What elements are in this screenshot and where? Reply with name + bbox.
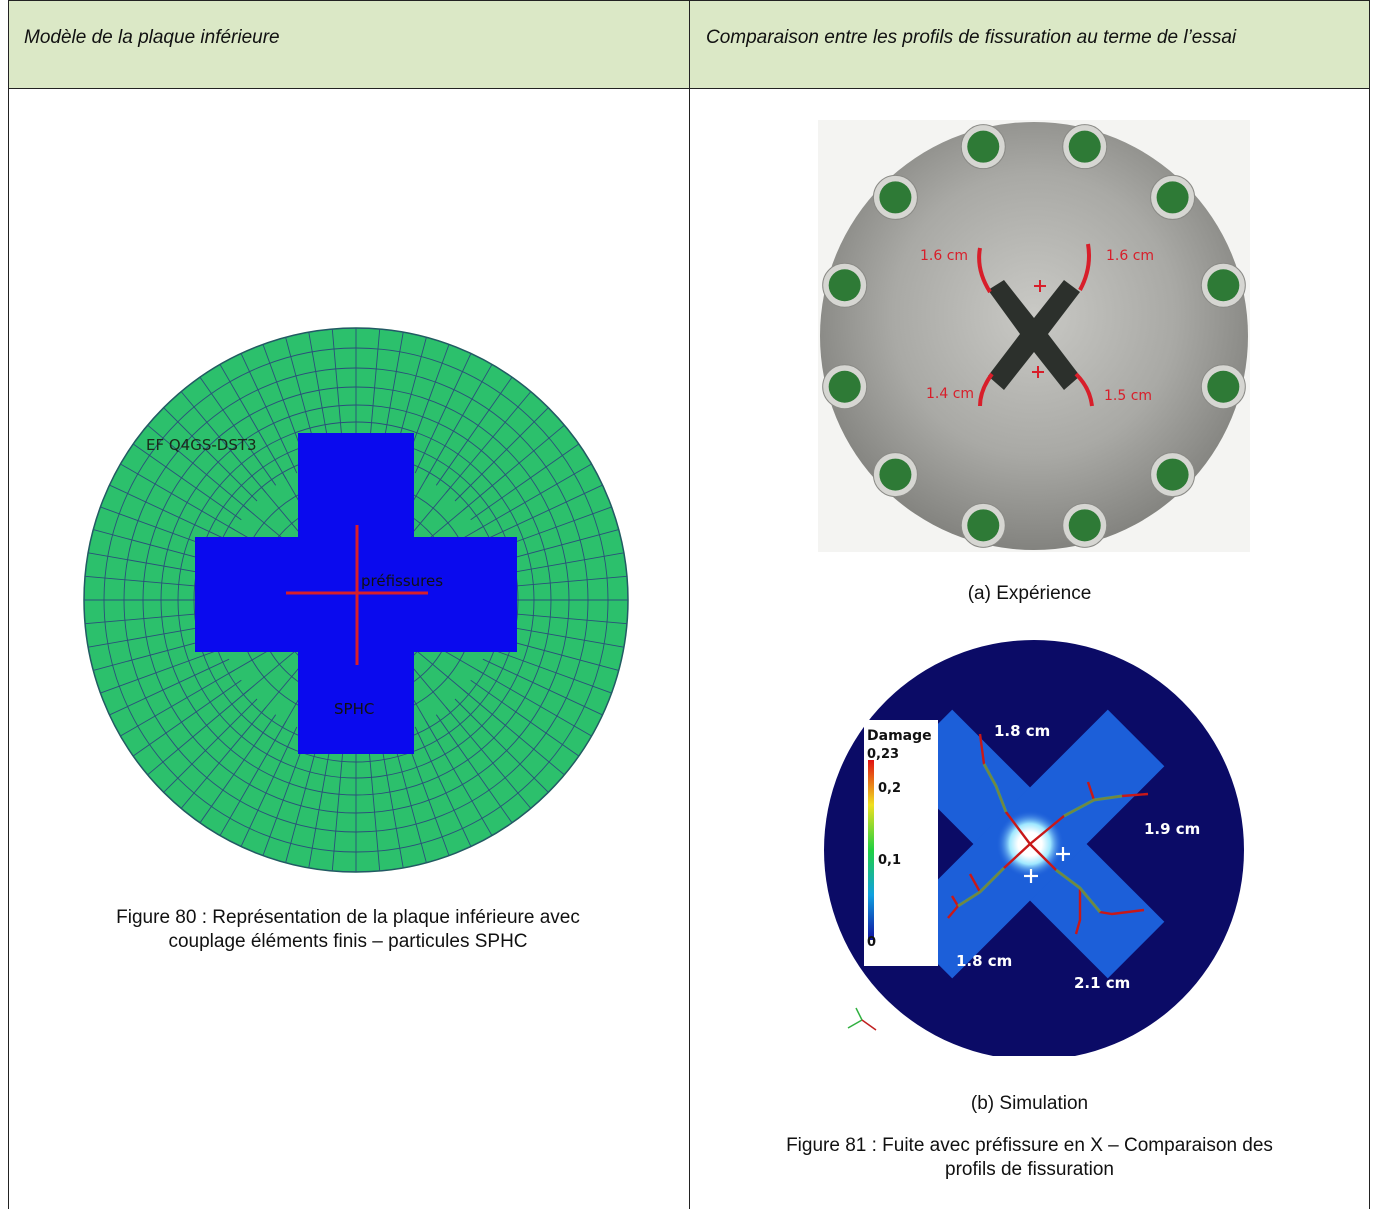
legend-tick-max: 0,23 xyxy=(867,747,899,762)
header-right-cell xyxy=(690,0,1369,88)
legend-title: Damage xyxy=(867,728,932,744)
table-right-border xyxy=(1369,0,1370,1209)
figure-table: Modèle de la plaque inférieure Comparais… xyxy=(8,0,1370,1209)
bolt-hole-inner xyxy=(1207,269,1240,302)
label-sphc: SPHC xyxy=(334,700,374,718)
table-left-border xyxy=(8,0,9,1209)
bolt-hole-inner xyxy=(1156,181,1189,214)
sim-label-bottom-left: 1.8 cm xyxy=(956,952,1012,970)
sim-label-right: 1.9 cm xyxy=(1144,820,1200,838)
legend-tick-0-2: 0,2 xyxy=(878,781,901,796)
crack-ext-bottom-right xyxy=(1074,372,1094,407)
x-cross-crack xyxy=(988,280,1080,390)
exp-label-top-left: 1.6 cm xyxy=(920,248,968,264)
table-middle-border xyxy=(689,0,690,1209)
bolt-hole-inner xyxy=(967,130,1000,163)
simulation-figure: Damage 0,23 0,2 0,1 0 1.8 cm 1.9 cm 1.8 … xyxy=(824,640,1244,1056)
label-element-type: EF Q4GS-DST3 xyxy=(146,436,257,454)
figure-81-caption-line2: profils de fissuration xyxy=(945,1159,1114,1180)
right-header-title: Comparaison entre les profils de fissura… xyxy=(706,27,1237,48)
exp-label-bottom-left: 1.4 cm xyxy=(926,386,974,402)
bolt-hole-inner xyxy=(1207,370,1240,403)
exp-label-bottom-right: 1.5 cm xyxy=(1104,388,1152,404)
experiment-photo: 1.6 cm 1.6 cm 1.4 cm 1.5 cm xyxy=(818,120,1250,552)
figure-80-caption-line2: couplage éléments finis – particules SPH… xyxy=(168,931,528,952)
figure-81-caption-line1: Figure 81 : Fuite avec préfissure en X –… xyxy=(786,1135,1273,1156)
legend-tick-0-1: 0,1 xyxy=(878,853,901,868)
bolt-hole-inner xyxy=(828,269,861,302)
bolt-hole-inner xyxy=(828,370,861,403)
bolt-hole-inner xyxy=(879,458,912,491)
crack-ext-top-right xyxy=(1078,243,1091,291)
damage-legend xyxy=(864,720,938,966)
legend-tick-zero: 0 xyxy=(867,935,876,950)
bolt-hole-inner xyxy=(967,509,1000,542)
plate-model-figure: EF Q4GS-DST3 préfissures SPHC xyxy=(83,327,629,873)
sim-label-top: 1.8 cm xyxy=(994,722,1050,740)
label-precracks: préfissures xyxy=(361,572,443,590)
header-left-cell xyxy=(9,0,689,88)
left-header-title: Modèle de la plaque inférieure xyxy=(24,27,280,48)
exp-label-top-right: 1.6 cm xyxy=(1106,248,1154,264)
figure-81-caption: Figure 81 : Fuite avec préfissure en X –… xyxy=(708,1134,1351,1182)
bolt-hole-inner xyxy=(1068,509,1101,542)
axis-triad-icon xyxy=(847,1007,877,1031)
sim-label-bottom-right: 2.1 cm xyxy=(1074,974,1130,992)
experiment-caption: (a) Expérience xyxy=(967,583,1092,604)
crack-ext-top-left xyxy=(977,247,992,294)
figure-80-caption: Figure 80 : Représentation de la plaque … xyxy=(28,906,668,954)
legend-color-bar xyxy=(868,760,874,940)
bolt-hole-inner xyxy=(1068,130,1101,163)
bolt-hole-inner xyxy=(879,181,912,214)
simulation-caption: (b) Simulation xyxy=(970,1093,1089,1114)
bolt-hole-inner xyxy=(1156,458,1189,491)
crack-ext-bottom-left xyxy=(978,372,994,407)
figure-80-caption-line1: Figure 80 : Représentation de la plaque … xyxy=(116,907,580,928)
